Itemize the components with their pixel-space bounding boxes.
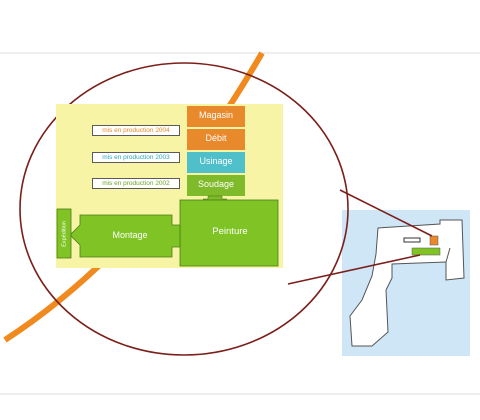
montage-building	[69, 214, 181, 258]
production-tag-2002: mis en production 2002	[92, 178, 180, 189]
peinture-building	[179, 199, 279, 267]
flow-step-usinage-box	[187, 152, 245, 173]
flow-step-debit-box	[187, 129, 245, 150]
flow-step-magasin-box	[187, 106, 245, 127]
flow-step-debit-label: Débit	[205, 133, 227, 143]
flow-step-magasin-label: Magasin	[198, 110, 234, 120]
production-tag-2004: mis en production 2004	[92, 125, 180, 136]
expedition-block	[56, 208, 72, 259]
site-plan-wall	[445, 247, 451, 263]
production-tag-2003: mis en production 2003	[92, 152, 180, 163]
site-plan-zone-green	[411, 247, 441, 256]
peinture-label: Peinture	[212, 226, 248, 237]
zoom-pointer-upper	[339, 189, 433, 237]
site-plan-zone-small	[403, 237, 421, 243]
zoom-pointer-lower	[287, 254, 421, 285]
flow-step-usinage-label: Usinage	[199, 156, 233, 166]
site-plan-zone-orange	[429, 235, 439, 246]
expedition-label: Expédition	[61, 221, 67, 247]
flow-step-soudage-label: Soudage	[197, 179, 235, 189]
montage-label: Montage	[112, 230, 148, 240]
zoom-ellipse	[19, 62, 349, 356]
flow-step-soudage-box	[187, 175, 245, 196]
